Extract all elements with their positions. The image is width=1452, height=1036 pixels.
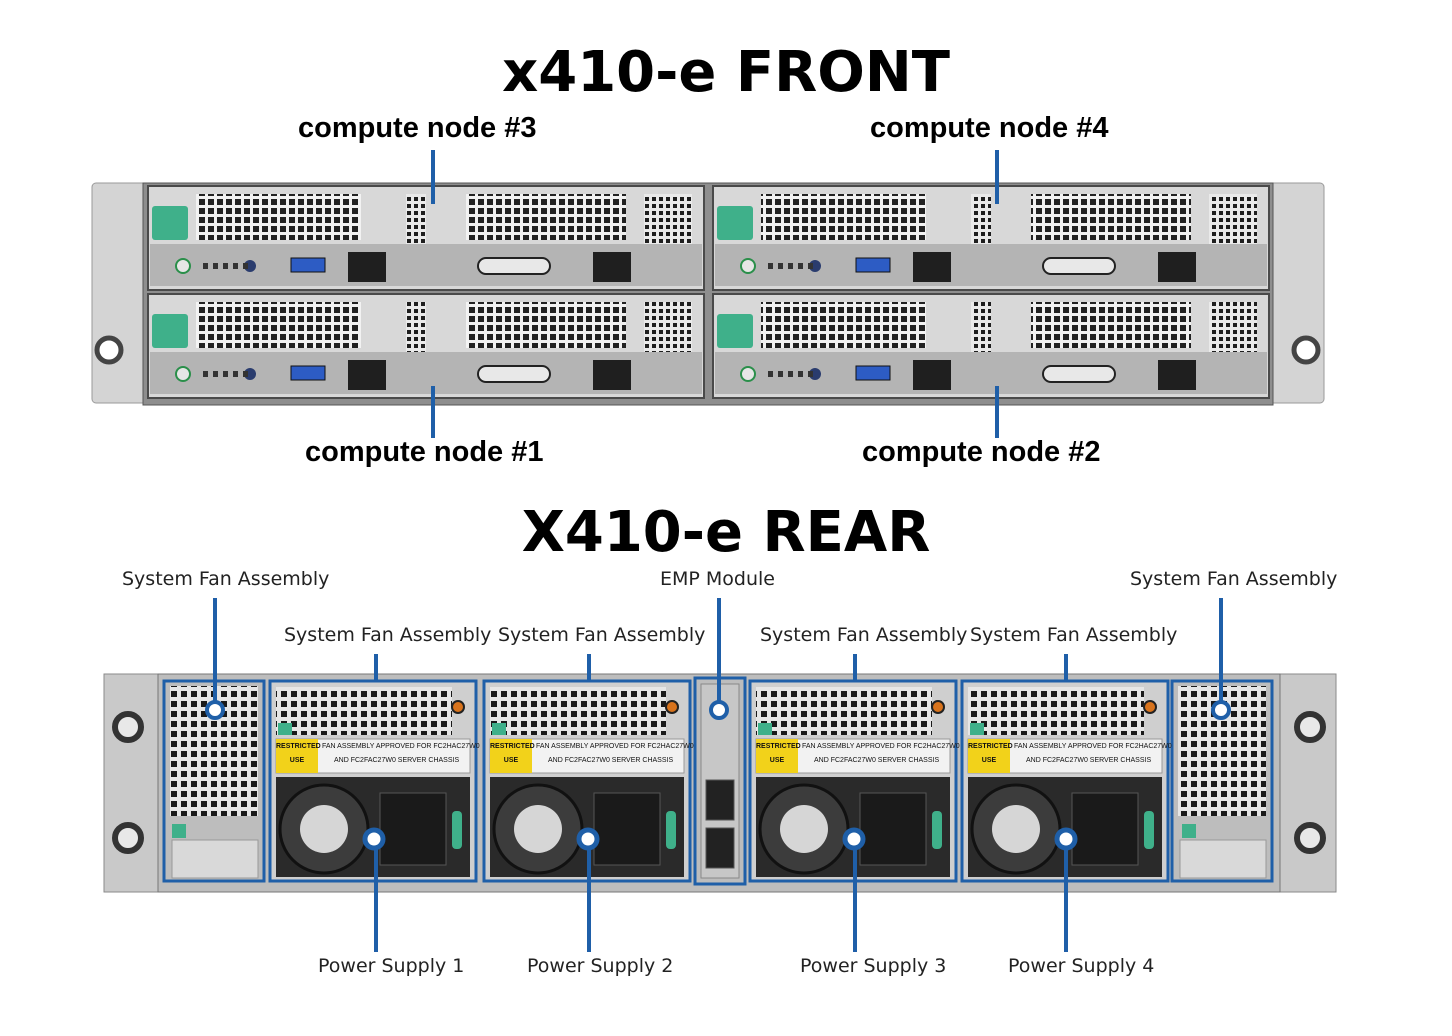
sticker-use-text: USE (503, 757, 519, 764)
usb-port-icon (855, 257, 891, 273)
emp-module-label: EMP Module (660, 568, 775, 590)
callout-line-node3 (431, 150, 435, 204)
callout-line-fan-a (374, 654, 378, 680)
callout-line-node4 (995, 150, 999, 204)
callout-line-psu4 (1064, 846, 1068, 952)
callout-line-fan-c (853, 654, 857, 680)
compute-node-4-label: compute node #4 (870, 112, 1109, 144)
serial-connector-icon (1042, 257, 1116, 275)
compute-node-4 (712, 185, 1270, 291)
usb-port-icon (855, 365, 891, 381)
fan-right-label: System Fan Assembly (1130, 568, 1338, 590)
ac-inlet-icon (593, 792, 661, 866)
power-button-icon (175, 366, 191, 382)
latch-icon (717, 314, 753, 348)
fan-c-label: System Fan Assembly (760, 624, 968, 646)
callout-line-fan-b (587, 654, 591, 680)
sticker-line1-text: FAN ASSEMBLY APPROVED FOR FC2HAC27W0 (322, 743, 480, 750)
power-supply-3-label: Power Supply 3 (800, 955, 947, 977)
power-button-icon (740, 366, 756, 382)
ethernet-port-icon (348, 252, 386, 282)
ethernet-port-icon (913, 252, 951, 282)
sticker-line1-text: FAN ASSEMBLY APPROVED FOR FC2HAC27W0 (1014, 743, 1172, 750)
sticker-use-text: USE (981, 757, 997, 764)
ac-inlet-icon (859, 792, 927, 866)
callout-line-psu2 (587, 846, 591, 952)
latch-icon (717, 206, 753, 240)
front-title: x410-e FRONT (502, 40, 950, 105)
sticker-line2-text: AND FC2FAC27W0 SERVER CHASSIS (1026, 757, 1152, 764)
ethernet-port-icon (593, 252, 631, 282)
ethernet-port-icon (348, 360, 386, 390)
fan-d-label: System Fan Assembly (970, 624, 1178, 646)
fan-b-label: System Fan Assembly (498, 624, 706, 646)
sticker-line1-text: FAN ASSEMBLY APPROVED FOR FC2HAC27W0 (536, 743, 694, 750)
sticker-use-text: USE (769, 757, 785, 764)
sticker-restricted-text: RESTRICTED (968, 743, 1013, 750)
sticker-line2-text: AND FC2FAC27W0 SERVER CHASSIS (548, 757, 674, 764)
serial-connector-icon (1042, 365, 1116, 383)
sticker-use-text: USE (289, 757, 305, 764)
ethernet-port-icon (593, 360, 631, 390)
rear-title: X410-e REAR (521, 500, 931, 565)
rear-bay-1 (268, 679, 478, 883)
ethernet-port-icon (1158, 252, 1196, 282)
ac-inlet-icon (1071, 792, 1139, 866)
power-button-icon (175, 258, 191, 274)
callout-line-psu1 (374, 846, 378, 952)
power-button-icon (740, 258, 756, 274)
compute-node-3-label: compute node #3 (298, 112, 537, 144)
usb-port-icon (290, 257, 326, 273)
callout-line-fan-right (1219, 598, 1223, 704)
power-supply-1-label: Power Supply 1 (318, 955, 465, 977)
callout-line-fan-d (1064, 654, 1068, 680)
callout-line-node2 (995, 386, 999, 438)
sticker-line2-text: AND FC2FAC27W0 SERVER CHASSIS (334, 757, 460, 764)
serial-connector-icon (477, 257, 551, 275)
power-supply-2-label: Power Supply 2 (527, 955, 674, 977)
callout-line-emp (717, 598, 721, 704)
ethernet-port-icon (1158, 360, 1196, 390)
callout-line-fan-left (213, 598, 217, 704)
fan-a-label: System Fan Assembly (284, 624, 492, 646)
compute-node-3 (147, 185, 705, 291)
usb-port-icon (290, 365, 326, 381)
callout-line-psu3 (853, 846, 857, 952)
compute-node-1 (147, 293, 705, 399)
serial-connector-icon (477, 365, 551, 383)
sticker-restricted-text: RESTRICTED (490, 743, 535, 750)
callout-line-node1 (431, 386, 435, 438)
latch-icon (152, 314, 188, 348)
compute-node-2-label: compute node #2 (862, 436, 1101, 468)
ethernet-port-icon (913, 360, 951, 390)
latch-icon (152, 206, 188, 240)
compute-node-2 (712, 293, 1270, 399)
ac-inlet-icon (379, 792, 447, 866)
sticker-line1-text: FAN ASSEMBLY APPROVED FOR FC2HAC27W0 (802, 743, 960, 750)
fan-left-label: System Fan Assembly (122, 568, 330, 590)
sticker-restricted-text: RESTRICTED (276, 743, 321, 750)
compute-node-1-label: compute node #1 (305, 436, 544, 468)
sticker-line2-text: AND FC2FAC27W0 SERVER CHASSIS (814, 757, 940, 764)
power-supply-4-label: Power Supply 4 (1008, 955, 1155, 977)
sticker-restricted-text: RESTRICTED (756, 743, 801, 750)
rear-bay-3 (748, 679, 958, 883)
